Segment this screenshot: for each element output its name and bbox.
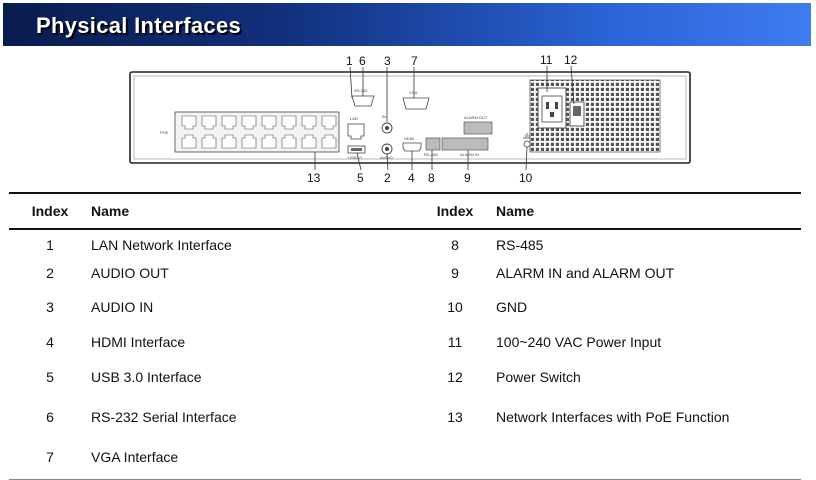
callout-8: 8 — [428, 171, 435, 185]
index-cell: 7 — [9, 435, 91, 480]
name-cell: Power Switch — [496, 368, 581, 385]
callout-12: 12 — [564, 53, 578, 67]
header-index: Index — [9, 192, 91, 230]
index-cell: 5 — [46, 368, 54, 385]
name-cell: 100~240 VAC Power Input — [496, 333, 662, 350]
name-cell: ALARM IN and ALARM OUT — [496, 264, 675, 281]
callout-9: 9 — [464, 171, 471, 185]
name-cell: AUDIO OUT — [91, 264, 169, 281]
index-cell: 2 — [46, 264, 54, 281]
lan-label: LAN — [350, 116, 358, 121]
callout-10: 10 — [519, 171, 533, 185]
index-cell: 12 — [447, 368, 463, 385]
callout-4: 4 — [408, 171, 415, 185]
audio-out-label: AUDIO — [380, 155, 393, 160]
index-cell: 9 — [451, 264, 459, 281]
alarm-out-label: ALARM OUT — [464, 115, 488, 120]
vga-label: VGA — [409, 90, 418, 95]
header-name: Name — [496, 192, 801, 230]
section-banner: Physical Interfaces — [3, 3, 811, 46]
index-cell: 13 — [447, 408, 463, 425]
header-name: Name — [91, 192, 414, 230]
alarm-in-label: ALARM IN — [460, 152, 479, 157]
name-cell: USB 3.0 Interface — [91, 368, 202, 385]
header-index: Index — [414, 192, 496, 230]
table-row: 3 AUDIO IN 10 GND — [9, 285, 801, 328]
table-row: 6 RS-232 Serial Interface 13 Network Int… — [9, 398, 801, 435]
index-cell: 11 — [447, 333, 463, 350]
name-cell: Network Interfaces with PoE Function — [496, 408, 730, 425]
table-row: 4 HDMI Interface 11 100~240 VAC Power In… — [9, 328, 801, 355]
index-cell: 1 — [46, 237, 54, 253]
callout-1: 1 — [346, 54, 353, 68]
table-row: 7 VGA Interface — [9, 435, 801, 480]
rear-panel-illustration: POE LAN USB3.0 RS-232 IN AUDIO VGA HDMI … — [129, 53, 691, 185]
index-cell: 3 — [46, 298, 54, 315]
page-title: Physical Interfaces — [36, 13, 242, 38]
callout-2: 2 — [384, 171, 391, 185]
audio-in-label: IN — [382, 114, 386, 119]
table-header-row: Index Name Index Name — [9, 192, 801, 230]
table-row: 1 LAN Network Interface 8 RS-485 — [9, 229, 801, 260]
callout-5: 5 — [357, 171, 364, 185]
name-cell — [496, 435, 801, 480]
name-cell: RS-485 — [496, 237, 544, 253]
index-cell: 4 — [46, 333, 54, 350]
usb-label: USB3.0 — [348, 155, 363, 160]
name-cell: GND — [496, 298, 528, 315]
callout-7: 7 — [411, 54, 418, 68]
interfaces-table: Index Name Index Name 1 LAN Network Inte… — [9, 192, 801, 480]
name-cell: LAN Network Interface — [91, 237, 232, 253]
rs232-label: RS-232 — [354, 88, 368, 93]
hdmi-label: HDMI — [404, 136, 414, 141]
index-cell: 8 — [451, 237, 459, 253]
rs485-label: RS-485 — [424, 152, 438, 157]
index-cell: 10 — [447, 298, 463, 315]
name-cell: RS-232 Serial Interface — [91, 408, 237, 425]
rear-panel-diagram: POE LAN USB3.0 RS-232 IN AUDIO VGA HDMI … — [120, 52, 700, 188]
table-row: 2 AUDIO OUT 9 ALARM IN and ALARM OUT — [9, 260, 801, 285]
name-cell: AUDIO IN — [91, 298, 154, 315]
name-cell: HDMI Interface — [91, 333, 186, 350]
callout-6: 6 — [359, 54, 366, 68]
index-cell: 6 — [46, 408, 54, 425]
callout-13: 13 — [307, 171, 321, 185]
name-cell: VGA Interface — [91, 435, 414, 480]
callout-3: 3 — [384, 54, 391, 68]
callout-11: 11 — [540, 53, 553, 67]
index-cell — [414, 435, 496, 480]
table-row: 5 USB 3.0 Interface 12 Power Switch — [9, 355, 801, 398]
poe-label: POE — [160, 130, 169, 135]
